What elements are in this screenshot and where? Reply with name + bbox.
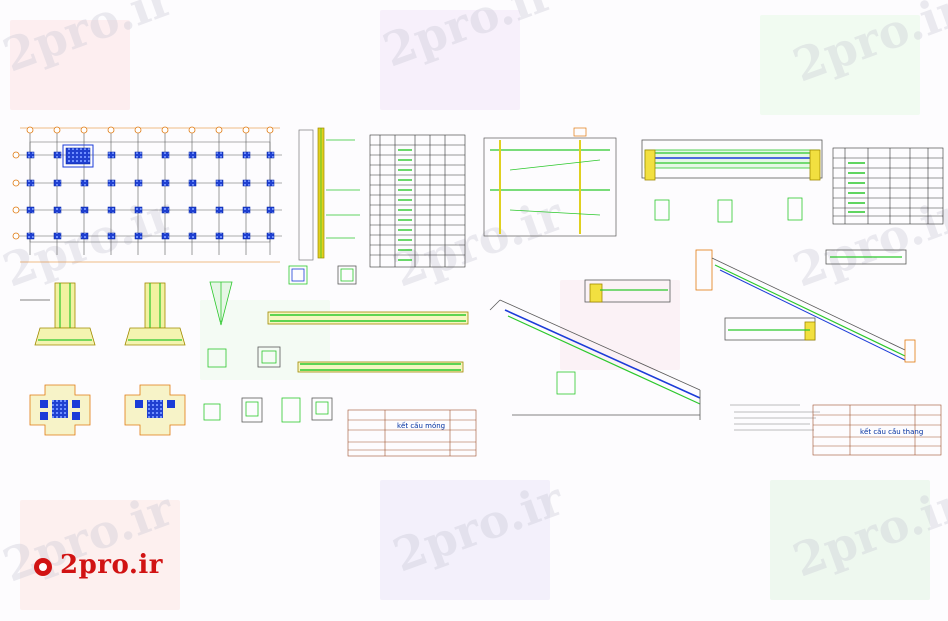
rebar-schedule-table (369, 134, 466, 268)
column-cross-sections (207, 265, 357, 368)
rebar-shape-marks-right (848, 162, 865, 213)
landing-slab-section (584, 279, 816, 341)
small-section-details (203, 397, 333, 423)
footing-plan-cross-1 (29, 384, 91, 436)
background-tile (770, 480, 930, 600)
stair-flight-section-1 (489, 299, 701, 420)
title-block-right-title: kết cấu cầu thang (860, 428, 924, 436)
pile-detail (209, 281, 233, 326)
stair-plan (483, 127, 617, 237)
rebar-shape-marks (398, 149, 412, 261)
grid-bubbles (12, 126, 274, 240)
stair-small-sections (654, 197, 907, 265)
background-tile (760, 15, 920, 115)
logo-icon (34, 558, 52, 576)
background-tile (380, 10, 520, 110)
general-notes (730, 404, 820, 431)
foundation-plan (18, 127, 282, 263)
tie-beam-elevations (267, 311, 469, 373)
footing-section-2 (124, 282, 186, 346)
rebar-schedule-table-right (832, 147, 944, 225)
footing-section-1 (20, 282, 96, 346)
landing-beam-elevation (641, 139, 823, 181)
background-tile (10, 20, 130, 110)
background-tile (560, 280, 680, 370)
footing-plan-cross-2 (124, 384, 186, 436)
title-block-right (812, 404, 942, 456)
brand-logo: 2pro.ir (60, 550, 163, 580)
title-block-left (347, 409, 477, 457)
foundation-pads (26, 144, 275, 240)
title-block-left-title: kết cấu móng (397, 422, 446, 430)
background-tile (20, 500, 180, 610)
background-tile (380, 480, 550, 600)
column-section-elevation (298, 127, 360, 261)
stair-flight-section-2 (695, 249, 916, 363)
